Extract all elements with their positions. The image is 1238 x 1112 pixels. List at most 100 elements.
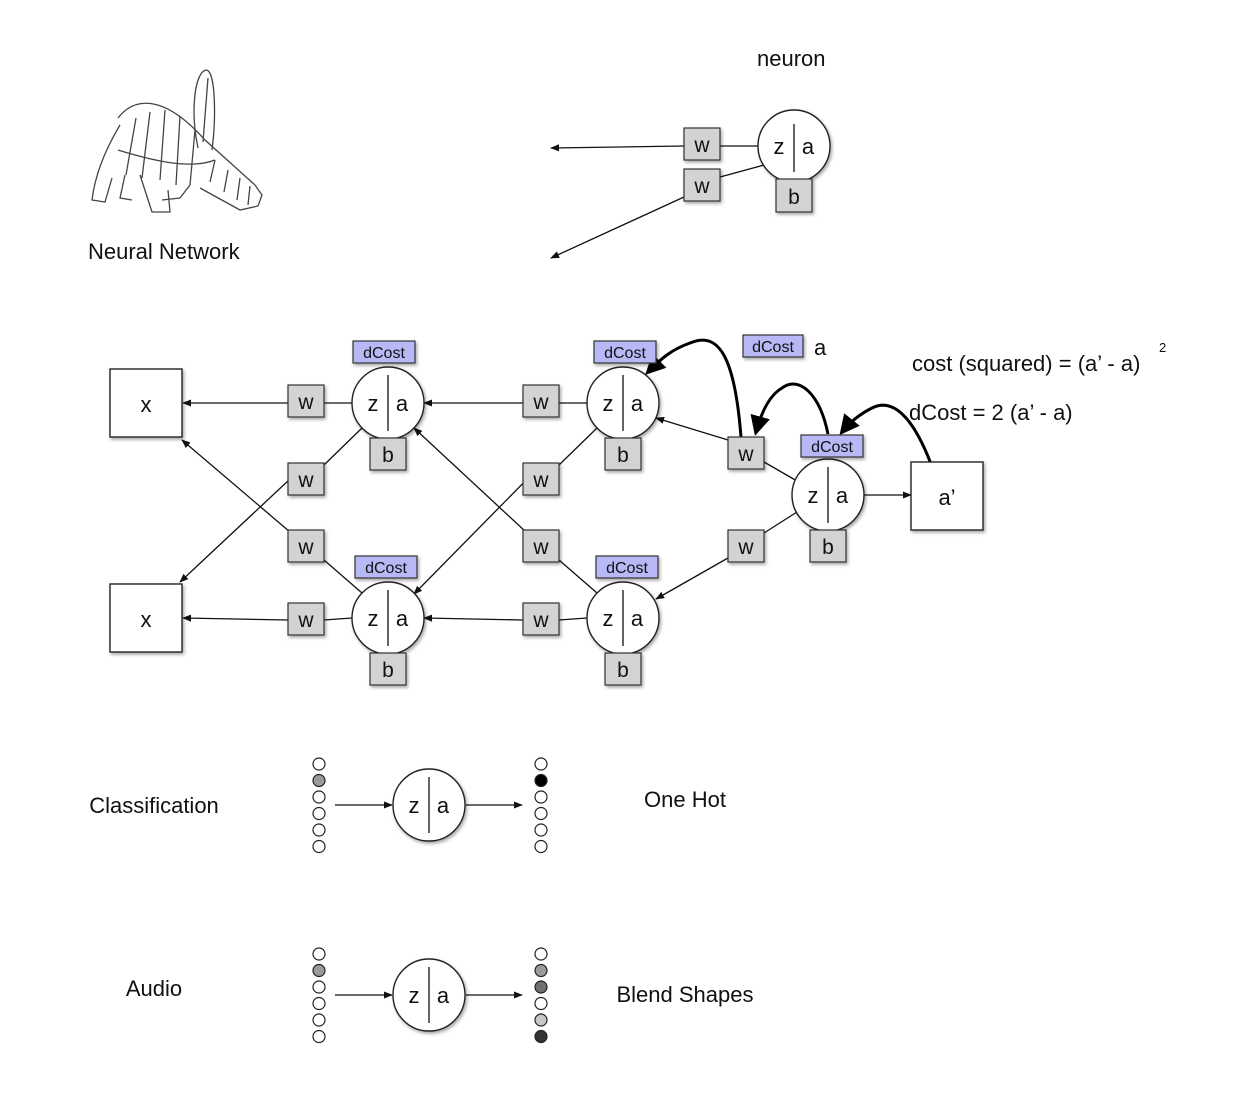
weight-label: w (297, 609, 314, 632)
edge-arrow (182, 614, 289, 622)
input-dot (312, 823, 326, 837)
example-label: Audio (126, 976, 182, 1001)
backprop-arrow (750, 382, 830, 436)
z-label: z (603, 391, 614, 416)
a-label: a (437, 983, 450, 1008)
bias-box (369, 437, 407, 471)
output-dot (534, 980, 548, 994)
input-dot (312, 1013, 326, 1027)
weight-label: w (532, 609, 549, 632)
weight-label: w (532, 469, 549, 492)
weight-label: w (693, 134, 710, 157)
bias-box (604, 437, 642, 471)
output-dot (534, 839, 548, 854)
input-dot (312, 980, 326, 994)
dcost-formula: dCost = 2 (a’ - a) (909, 400, 1073, 425)
edge-arrow (413, 427, 527, 533)
a-label: a (836, 483, 849, 508)
dcost-label: dCost (604, 345, 646, 362)
input-dot (312, 806, 326, 821)
input-dot (312, 839, 326, 854)
bias-label: b (822, 536, 834, 559)
edge (558, 617, 588, 621)
weight-box (727, 436, 765, 470)
bias-label: b (788, 186, 800, 209)
weight-label: w (532, 536, 549, 559)
z-label: z (808, 483, 819, 508)
weight-box (287, 602, 325, 636)
weight-box (287, 529, 325, 563)
edge (763, 461, 798, 482)
weight-label: w (693, 175, 710, 198)
z-label: z (774, 134, 785, 159)
bias-box (369, 652, 407, 686)
example-output-label: One Hot (644, 787, 726, 812)
aardvark-logo-icon (91, 69, 263, 213)
input-dot (312, 963, 326, 978)
edge (558, 427, 598, 466)
weight-box (522, 462, 560, 496)
target-node (910, 461, 984, 531)
weight-label: w (297, 536, 314, 559)
edge-arrow (179, 464, 306, 583)
edge-arrow (550, 196, 685, 259)
weight-box (287, 462, 325, 496)
output-dot (534, 773, 548, 788)
output-dot (534, 963, 548, 978)
cost-exponent: 2 (1159, 340, 1166, 355)
dcost-tag (352, 340, 416, 364)
a-label: a (631, 606, 644, 631)
z-label: z (368, 606, 379, 631)
weight-label: w (532, 391, 549, 414)
output-dot (534, 823, 548, 837)
backprop-arrow (839, 403, 933, 465)
dcost-tag (800, 434, 864, 458)
weight-label: w (737, 443, 754, 466)
example-label: Classification (89, 793, 219, 818)
input-node-label: x (141, 607, 152, 632)
edge-arrow (423, 614, 524, 622)
a-label: a (631, 391, 644, 416)
output-dot (534, 1013, 548, 1027)
z-label: z (409, 793, 420, 818)
input-dot (312, 773, 326, 788)
input-node (109, 368, 183, 438)
dcost-label: dCost (363, 345, 405, 362)
legend-dcost-label: dCost (752, 339, 794, 356)
edge-arrow (550, 144, 685, 152)
cost-formula: cost (squared) = (a’ - a) (912, 351, 1140, 376)
example-output-label: Blend Shapes (617, 982, 754, 1007)
dcost-label: dCost (811, 439, 853, 456)
output-dot (534, 947, 548, 961)
input-node (109, 583, 183, 653)
a-label: a (802, 134, 815, 159)
output-dot (534, 790, 548, 804)
bias-box (604, 652, 642, 686)
bias-label: b (617, 444, 629, 467)
weight-label: w (297, 469, 314, 492)
a-label: a (437, 793, 450, 818)
input-dot (312, 996, 326, 1011)
edge (323, 427, 363, 466)
legend-text: a (814, 335, 827, 360)
weight-box (522, 529, 560, 563)
edge-arrow (181, 439, 291, 533)
bias-label: b (382, 659, 394, 682)
target-node-label: a’ (938, 485, 955, 510)
output-dot (534, 757, 548, 771)
input-dot (312, 790, 326, 804)
a-label: a (396, 391, 409, 416)
edge-arrow (413, 464, 542, 595)
a-label: a (396, 606, 409, 631)
logo-caption: Neural Network (88, 239, 241, 264)
edge-arrow (655, 557, 729, 600)
weight-box (287, 384, 325, 418)
input-dot (312, 1029, 326, 1044)
edge-arrow (655, 416, 729, 441)
dcost-label: dCost (606, 560, 648, 577)
